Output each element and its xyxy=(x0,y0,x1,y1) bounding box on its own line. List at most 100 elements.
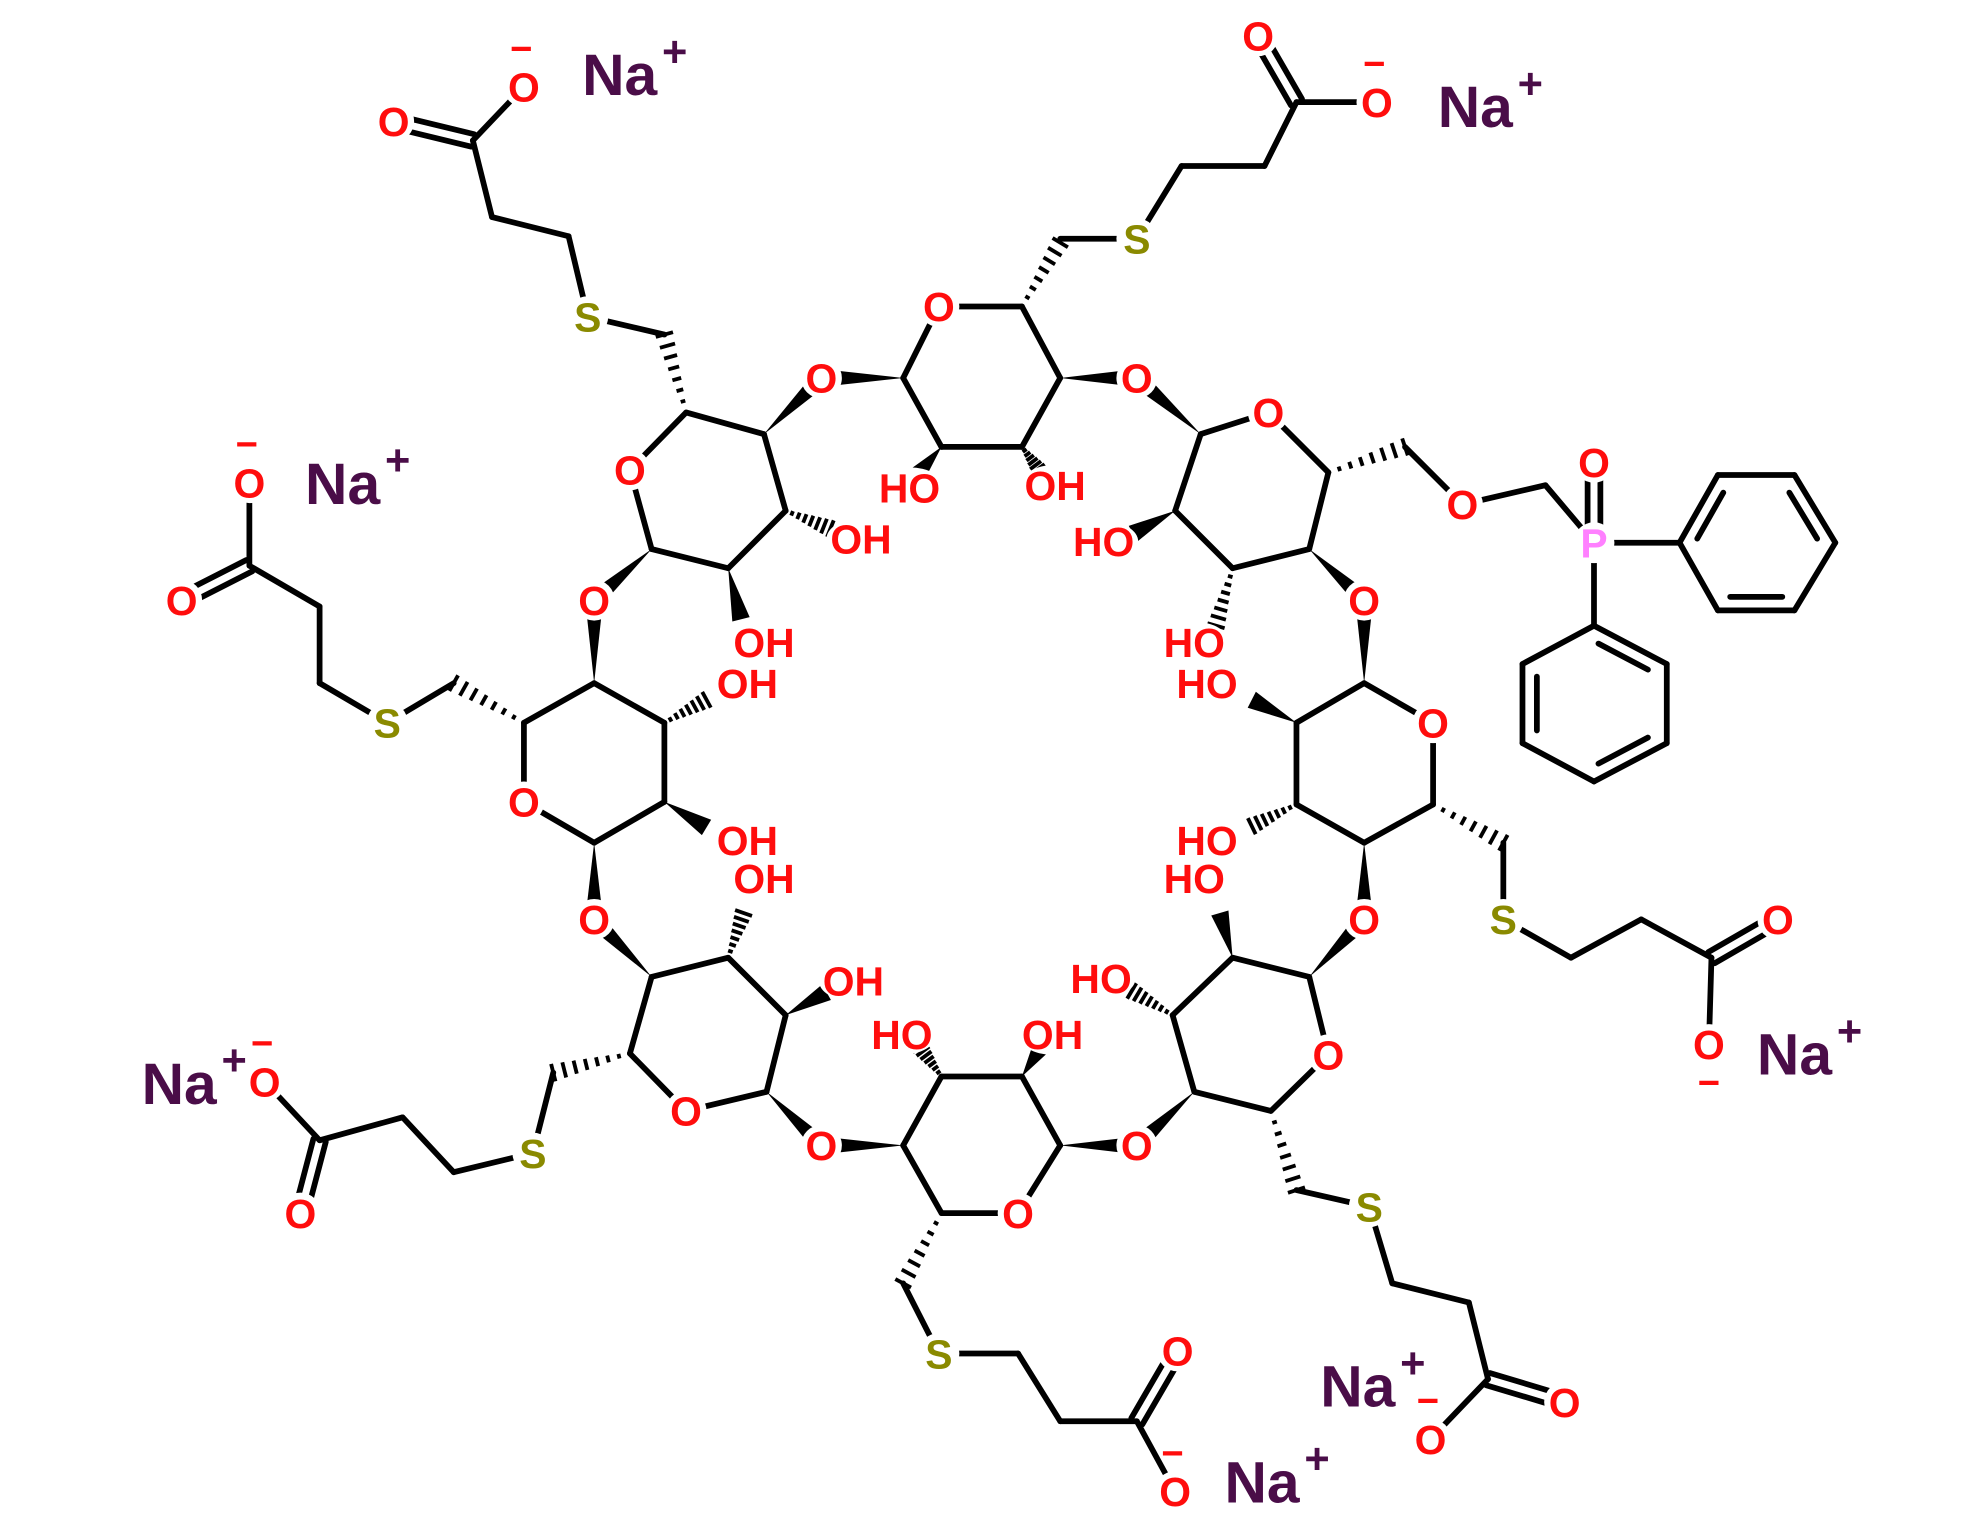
label-mask xyxy=(729,858,799,899)
label-mask xyxy=(1172,662,1242,704)
charge-label: − xyxy=(1698,1062,1720,1105)
hash-bond-segment xyxy=(1157,1004,1165,1013)
single-bond xyxy=(1293,801,1368,846)
label-mask xyxy=(1482,898,1524,940)
single-bond xyxy=(1676,539,1721,614)
single-bond xyxy=(469,137,495,220)
atom-label-o: O xyxy=(508,65,540,111)
single-bond xyxy=(591,799,668,846)
hash-bond-segment xyxy=(734,908,753,918)
hash-bond-segment xyxy=(807,515,816,527)
atom-label-p: P xyxy=(1580,520,1607,566)
label-mask xyxy=(1410,1418,1451,1460)
hash-bond-segment xyxy=(700,690,713,709)
single-bond xyxy=(1293,680,1368,726)
label-mask xyxy=(1157,1330,1199,1372)
label-mask xyxy=(228,462,270,504)
hash-bond-segment xyxy=(468,687,479,702)
hash-bond-segment xyxy=(1028,284,1037,292)
hash-bond-segment xyxy=(1029,459,1043,471)
label-mask xyxy=(1573,522,1615,564)
atom-label-o: OH xyxy=(717,818,778,864)
hash-bond-segment xyxy=(728,941,737,948)
label-mask xyxy=(503,66,545,108)
hash-bond-segment xyxy=(923,1054,935,1065)
hash-bond-segment xyxy=(913,1248,926,1258)
label-mask xyxy=(1237,15,1279,57)
label-mask xyxy=(867,1013,937,1055)
atom-label-o: HO xyxy=(871,1012,932,1058)
label-mask xyxy=(1442,483,1483,525)
label-mask xyxy=(280,1192,321,1234)
hash-bond-segment xyxy=(671,375,682,383)
hash-bond-segment xyxy=(667,716,674,723)
hash-bond-segment xyxy=(1206,621,1226,631)
hash-bond-segment xyxy=(1023,450,1032,458)
atom-label-o: O xyxy=(1252,390,1284,436)
wedge-bond xyxy=(664,801,712,836)
single-bond xyxy=(1465,1299,1491,1382)
hash-bond-segment xyxy=(1253,815,1264,831)
atom-label-o: OH xyxy=(733,620,794,666)
atom-label-o: O xyxy=(1348,578,1380,624)
label-mask xyxy=(244,1061,286,1102)
hash-bond-segment xyxy=(1379,447,1388,462)
single-bond xyxy=(1595,640,1651,673)
label-mask xyxy=(131,1062,227,1104)
wedge-bond xyxy=(1355,600,1374,684)
hash-bond-segment xyxy=(560,1061,568,1078)
hash-bond-segment xyxy=(1210,613,1227,622)
hash-bond-segment xyxy=(1273,808,1282,819)
single-bond xyxy=(1638,916,1715,961)
single-bond xyxy=(1172,431,1204,514)
single-bond xyxy=(763,1012,789,1095)
atom-label-o: O xyxy=(1312,1032,1344,1078)
label-mask xyxy=(573,579,615,621)
hash-bond-segment xyxy=(935,1069,942,1076)
hash-bond-segment xyxy=(1051,236,1069,249)
single-bond xyxy=(1261,99,1300,169)
label-mask xyxy=(1116,1124,1158,1166)
label-mask xyxy=(1172,819,1242,861)
label-mask xyxy=(503,781,545,823)
atom-label-o: O xyxy=(1578,440,1610,486)
hash-bond-segment xyxy=(594,1056,601,1067)
hash-bond-segment xyxy=(1227,573,1234,579)
bonds-layer xyxy=(175,29,1839,1495)
single-bond xyxy=(1019,303,1064,381)
atom-label-o: O xyxy=(285,1191,317,1237)
hash-bond-segment xyxy=(1131,986,1144,1003)
label-mask xyxy=(918,286,960,327)
charge-label: + xyxy=(1518,60,1543,108)
single-bond xyxy=(648,546,732,572)
hash-bond-segment xyxy=(1217,597,1230,605)
wedge-bond xyxy=(728,568,750,622)
hash-bond-segment xyxy=(689,699,700,714)
atom-label-o: O xyxy=(670,1089,702,1135)
hash-bond-segment xyxy=(605,1055,611,1063)
atom-label-o: HO xyxy=(1176,818,1237,864)
hash-bond-segment xyxy=(1468,820,1478,833)
single-bond xyxy=(1169,954,1236,1019)
hash-bond-segment xyxy=(1246,817,1258,836)
hash-bond-segment xyxy=(1279,1152,1292,1160)
label-mask xyxy=(1159,621,1229,663)
label-mask xyxy=(1307,1034,1349,1076)
hash-bond-segment xyxy=(616,1053,622,1059)
hash-bond-segment xyxy=(801,513,809,524)
hash-bond-segment xyxy=(1259,813,1270,827)
hash-bond-segment xyxy=(1047,246,1063,258)
single-bond xyxy=(1568,916,1645,961)
atom-label-o: O xyxy=(1242,13,1274,59)
charge-label: + xyxy=(1837,1008,1862,1056)
label-mask xyxy=(1066,957,1136,999)
label-mask xyxy=(1018,1013,1088,1055)
label-mask xyxy=(875,467,945,509)
hash-bond-segment xyxy=(813,516,822,531)
charge-label: − xyxy=(251,1022,273,1065)
single-bond xyxy=(316,1114,406,1144)
hash-bond-segment xyxy=(676,387,684,393)
atom-label-s: S xyxy=(374,700,401,746)
hash-bond-segment xyxy=(920,1239,930,1248)
label-mask xyxy=(729,621,799,663)
